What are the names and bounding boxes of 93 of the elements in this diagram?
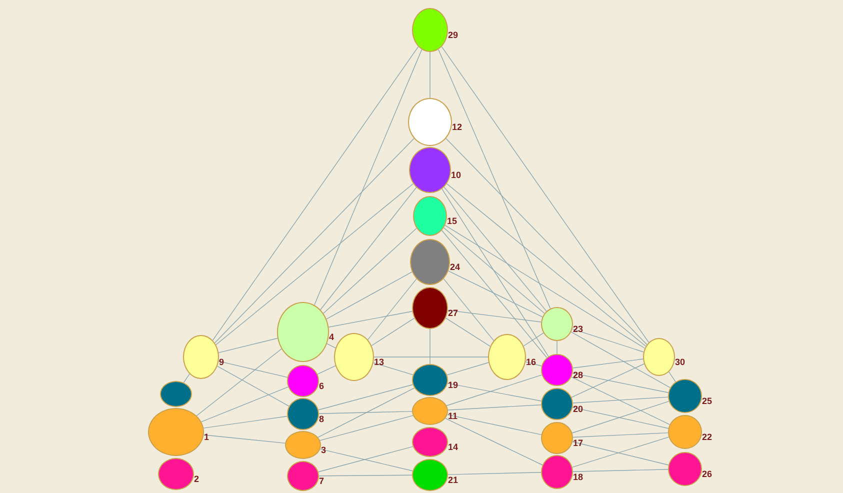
- connector-line: [320, 187, 417, 310]
- node-number: 13: [374, 357, 384, 367]
- connector-line: [368, 278, 417, 340]
- connector-line: [448, 404, 542, 410]
- node-number: 1: [204, 432, 210, 442]
- connector-line: [572, 407, 669, 429]
- connector-line: [318, 474, 412, 476]
- connector-line: [448, 310, 542, 322]
- node-number: 27: [448, 308, 458, 318]
- node-number: 11: [448, 411, 458, 421]
- node-number: 16: [526, 357, 536, 367]
- node-number: 23: [573, 324, 584, 334]
- node-number: 12: [452, 122, 462, 132]
- node-number: 14: [448, 442, 458, 452]
- connector-line: [323, 228, 417, 314]
- connector-line: [317, 365, 336, 375]
- connector-line: [373, 362, 414, 376]
- node-number: 18: [573, 472, 584, 482]
- connector-line: [203, 416, 288, 428]
- connector-line: [443, 227, 545, 314]
- connector-line: [572, 396, 668, 404]
- connector-line: [572, 358, 644, 368]
- node-number: 22: [702, 432, 712, 442]
- connector-line: [443, 278, 494, 341]
- node-number: 7: [319, 476, 324, 486]
- node-number: 9: [219, 357, 224, 367]
- connector-line: [571, 376, 670, 425]
- connector-line: [441, 46, 650, 343]
- connector-line: [444, 418, 543, 466]
- connector-line: [214, 138, 414, 344]
- connector-line: [572, 372, 669, 393]
- connector-line: [183, 374, 190, 383]
- connector-line: [318, 384, 414, 410]
- connector-line: [441, 230, 548, 358]
- connector-line: [571, 364, 644, 398]
- connector-line: [570, 332, 671, 388]
- node-number: 28: [573, 370, 584, 380]
- node-number: 2: [194, 474, 200, 484]
- connector-line: [525, 361, 542, 366]
- connector-line: [218, 338, 278, 354]
- node-number: 3: [321, 445, 326, 455]
- connector-line: [318, 388, 415, 438]
- connector-line: [448, 472, 542, 475]
- connector-line: [442, 188, 549, 357]
- connector-line: [201, 386, 288, 422]
- node-number: 19: [448, 380, 458, 390]
- connector-line: [572, 441, 669, 466]
- connector-line: [203, 434, 286, 444]
- connector-line: [320, 415, 414, 441]
- connector-line: [216, 183, 414, 346]
- connector-line: [374, 356, 488, 358]
- connector-line: [212, 46, 419, 341]
- connector-line: [572, 328, 644, 352]
- connector-line: [447, 382, 542, 402]
- node-number: 8: [319, 414, 324, 424]
- connector-line: [523, 332, 544, 346]
- node-number: 24: [450, 262, 460, 272]
- node-number: 26: [702, 469, 712, 479]
- node-number: 17: [573, 438, 584, 448]
- node-number: 21: [448, 475, 458, 485]
- connector-line: [446, 374, 542, 406]
- node-number: 20: [573, 404, 584, 414]
- connector-line: [446, 183, 646, 347]
- connector-line: [318, 411, 412, 414]
- node-number: 25: [702, 396, 712, 406]
- connector-line: [444, 224, 646, 349]
- connector-line: [371, 318, 415, 346]
- connector-line: [572, 400, 670, 434]
- node-number: 6: [319, 381, 324, 391]
- connector-line: [572, 469, 668, 472]
- connector-line: [572, 436, 670, 468]
- connector-line: [444, 186, 547, 312]
- node-number: 4: [329, 332, 334, 342]
- connector-line: [196, 348, 282, 416]
- node-number: 29: [448, 30, 458, 40]
- connector-line: [328, 311, 413, 328]
- connector-line: [572, 432, 668, 438]
- connector-line: [314, 49, 422, 306]
- circle-node: [160, 381, 192, 407]
- connector-line: [556, 340, 558, 354]
- connector-line: [448, 270, 543, 318]
- node-number: 10: [451, 170, 462, 180]
- connector-line: [217, 366, 290, 407]
- connector-line: [446, 138, 648, 345]
- connector-line: [446, 362, 489, 376]
- connector-line: [447, 414, 542, 436]
- node-number: 15: [447, 216, 458, 226]
- connector-line: [326, 343, 336, 348]
- connector-line: [438, 49, 551, 309]
- node-number: 30: [675, 357, 686, 367]
- connector-line: [445, 318, 491, 347]
- connector-line: [668, 372, 676, 382]
- connector-line: [326, 272, 412, 320]
